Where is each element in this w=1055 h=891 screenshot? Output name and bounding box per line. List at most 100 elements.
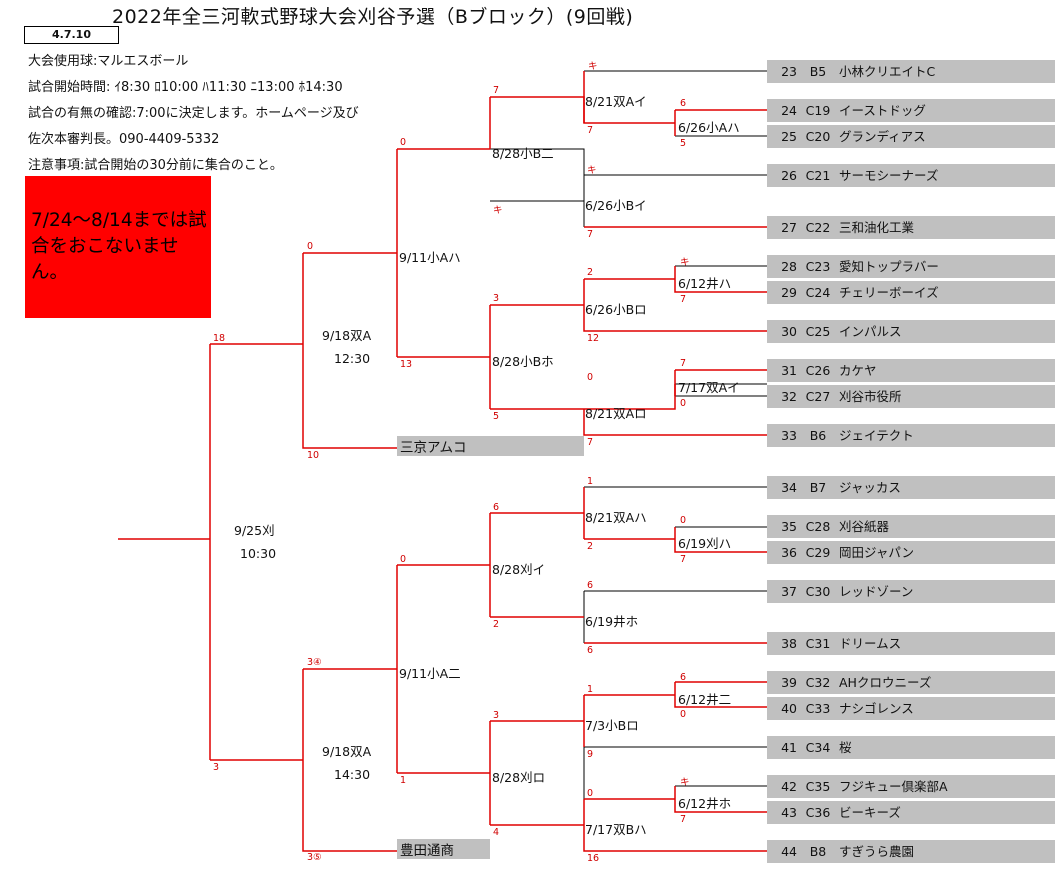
match-label: 8/28小Bホ	[492, 354, 554, 369]
score: 2	[587, 541, 594, 552]
score: 0	[680, 398, 687, 409]
score: キ	[680, 777, 690, 788]
info-start-times: 試合開始時間: ｲ8:30 ﾛ10:00 ﾊ11:30 ﾆ13:00 ﾎ14:3…	[28, 80, 343, 95]
match-label: 6/12井ハ	[678, 276, 732, 291]
score: 4	[493, 827, 500, 838]
match-label: 9/18双A	[322, 744, 372, 759]
score: 7	[680, 814, 687, 825]
score: 3	[493, 710, 500, 721]
score: 7	[587, 125, 594, 136]
score: 0	[400, 554, 407, 565]
score: 0	[680, 515, 687, 526]
score: 13	[400, 359, 413, 370]
match-time: 12:30	[334, 351, 371, 366]
match-label: 9/11小A二	[399, 666, 461, 681]
match-label: 6/12井ホ	[678, 796, 732, 811]
match-label: 6/12井二	[678, 692, 732, 707]
match-label: 8/28刈ロ	[492, 770, 546, 785]
match-label: 8/28小B二	[492, 146, 554, 161]
score: 0	[587, 372, 594, 383]
score: 7	[680, 554, 687, 565]
score: 3④	[307, 657, 322, 668]
match-label: 8/21双Aイ	[585, 94, 647, 109]
score: キ	[587, 165, 597, 176]
match-label: 6/26小Bロ	[585, 302, 647, 317]
score: 0	[307, 241, 314, 252]
score: 2	[493, 619, 500, 630]
score: 18	[213, 333, 226, 344]
score: 1	[587, 684, 594, 695]
score: 7	[587, 229, 594, 240]
match-label: 9/11小Aハ	[399, 250, 461, 265]
match-label: 8/21双Aハ	[585, 510, 647, 525]
score: 6	[587, 645, 594, 656]
score: 1	[587, 476, 594, 487]
score: 10	[307, 450, 320, 461]
score: 7	[493, 85, 500, 96]
score: 16	[587, 853, 600, 864]
score: 9	[587, 749, 594, 760]
info-contact: 佐次本審判長。090-4409-5332	[28, 132, 220, 147]
score: 7	[680, 294, 687, 305]
score: 3	[493, 293, 500, 304]
score: 3	[213, 762, 220, 773]
match-label: 7/17双Bハ	[585, 822, 647, 837]
notice-box: 7/24〜8/14までは試合をおこないません。	[25, 176, 211, 318]
score: 5	[680, 138, 687, 149]
match-label: 9/18双A	[322, 328, 372, 343]
score: 5	[493, 411, 500, 422]
match-label: 6/26小Aハ	[678, 120, 740, 135]
seeded-team-sankyo: 三京アムコ	[397, 436, 584, 456]
match-label: 6/19刈ハ	[678, 536, 732, 551]
score: キ	[680, 257, 690, 268]
score: 6	[680, 98, 687, 109]
final-match-time: 10:30	[240, 546, 277, 561]
match-time: 14:30	[334, 767, 371, 782]
score: 7	[587, 437, 594, 448]
match-label: 8/28刈イ	[492, 562, 546, 577]
score: 0	[680, 709, 687, 720]
match-label: 7/17双Aイ	[678, 380, 740, 395]
seeded-team-toyota: 豊田通商	[397, 839, 490, 859]
match-label: 8/21双Aロ	[585, 406, 647, 421]
info-notes: 注意事項:試合開始の30分前に集合のこと。	[28, 158, 283, 173]
score: 7	[680, 358, 687, 369]
match-label: 7/3小Bロ	[585, 718, 639, 733]
page-title: 2022年全三河軟式野球大会刈谷予選（Bブロック）(9回戦)	[112, 6, 634, 28]
score: 0	[587, 788, 594, 799]
score: 6	[587, 580, 594, 591]
match-label: 6/26小Bイ	[585, 198, 647, 213]
match-label: 6/19井ホ	[585, 614, 639, 629]
date-badge: 4.7.10	[24, 26, 119, 44]
info-ball: 大会使用球:マルエスボール	[28, 54, 189, 69]
score: 6	[680, 672, 687, 683]
score: 0	[400, 137, 407, 148]
score: 2	[587, 267, 594, 278]
score: 6	[493, 502, 500, 513]
score: キ	[493, 205, 503, 216]
info-confirm: 試合の有無の確認:7:00に決定します。ホームページ及び	[28, 106, 359, 121]
score: 12	[587, 333, 600, 344]
score: 3⑤	[307, 852, 322, 863]
